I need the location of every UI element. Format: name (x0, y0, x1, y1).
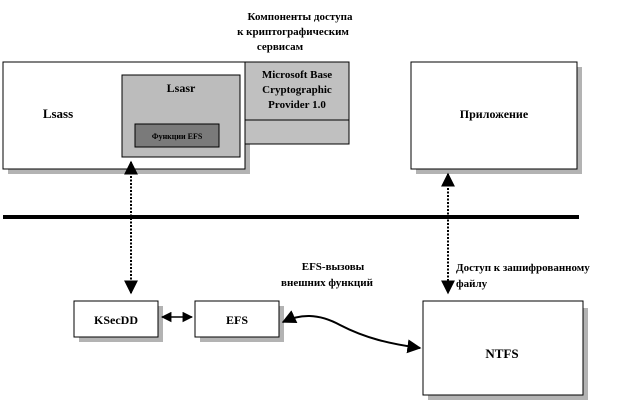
efs-calls-annotation: EFS-вызовы внешних функций (281, 261, 374, 289)
crypto-components-caption: Компоненты доступа к криптографическим с… (237, 11, 353, 53)
svg-text:сервисам: сервисам (257, 41, 304, 53)
mode-separator-line (3, 215, 579, 219)
efs-label: EFS (226, 313, 248, 327)
encrypted-access-annotation: Доступ к зашифрованному файлу (456, 262, 590, 290)
lsass-label: Lsass (43, 106, 73, 121)
svg-text:внешних функций: внешних функций (281, 277, 374, 289)
efs-functions-label: Функции EFS (152, 132, 203, 141)
crypto-provider-box: Microsoft Base Cryptographic Provider 1.… (244, 61, 350, 145)
svg-text:Cryptographic: Cryptographic (262, 84, 332, 96)
svg-text:Доступ к зашифрованному: Доступ к зашифрованному (456, 262, 590, 274)
ksecdd-box: KSecDD (73, 300, 163, 342)
svg-text:Provider 1.0: Provider 1.0 (268, 99, 326, 111)
application-label: Приложение (460, 107, 529, 121)
ntfs-box: NTFS (422, 300, 588, 400)
efs-ntfs-arrow (281, 310, 422, 354)
svg-text:Компоненты доступа: Компоненты доступа (248, 11, 353, 23)
application-box: Приложение (410, 61, 582, 174)
svg-text:Microsoft Base: Microsoft Base (262, 69, 332, 81)
efs-box: EFS (194, 300, 284, 342)
svg-text:EFS-вызовы: EFS-вызовы (302, 261, 365, 273)
lsasr-label: Lsasr (167, 81, 196, 95)
efs-functions-box: Функции EFS (134, 123, 220, 148)
ksecdd-label: KSecDD (94, 313, 138, 327)
ntfs-label: NTFS (485, 346, 518, 361)
svg-text:файлу: файлу (456, 278, 488, 290)
svg-text:к криптографическим: к криптографическим (237, 26, 349, 38)
